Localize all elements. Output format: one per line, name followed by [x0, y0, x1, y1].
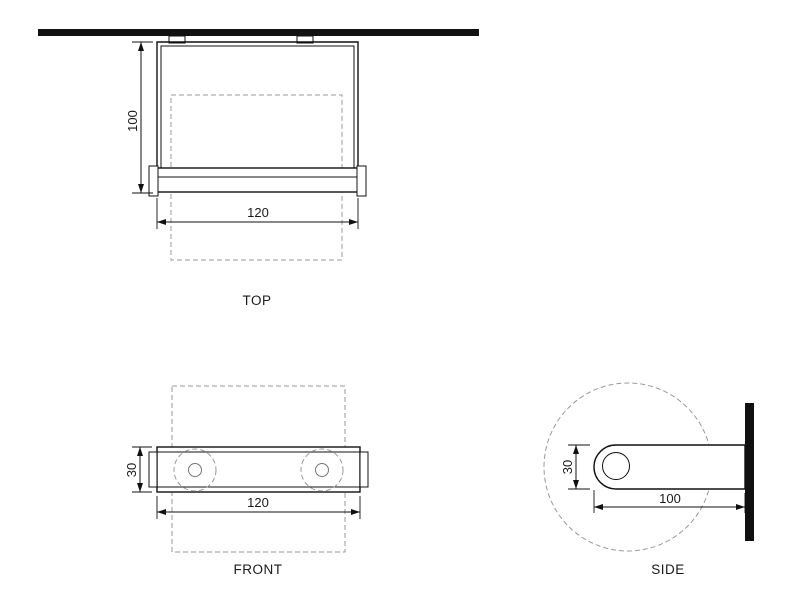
top-view-dim-depth-value: 100: [125, 110, 140, 132]
side-view-rail-end-detail: [602, 452, 630, 480]
front-view-post-hidden-right: [300, 448, 344, 492]
top-view-bracket-frame: [156, 41, 359, 168]
top-view-mount-tab-left: [168, 35, 186, 44]
side-view-wall-bar: [745, 403, 754, 541]
side-view-dim-height-value: 30: [560, 460, 575, 474]
side-view-dim-length-value: 100: [659, 491, 681, 506]
side-view-label: SIDE: [651, 562, 685, 577]
front-view-screw-left: [188, 463, 202, 477]
front-view-dim-height-value: 30: [124, 463, 139, 477]
top-view-dim-width-value: 120: [247, 205, 269, 220]
front-view-rail-body: [156, 446, 361, 493]
top-view-mount-tab-right: [296, 35, 314, 44]
front-view-dim-width-value: 120: [247, 495, 269, 510]
top-view-wall-bar: [38, 29, 479, 36]
front-view-rail-cap-right: [359, 451, 369, 488]
top-view-label: TOP: [242, 293, 271, 308]
front-view-label: FRONT: [234, 562, 283, 577]
front-view-post-hidden-left: [173, 448, 217, 492]
top-view-rail-cap-left: [148, 165, 159, 197]
side-view: 30 100 SIDE: [543, 382, 754, 577]
top-view-rail-bar: [156, 167, 359, 193]
side-view-rail-profile: [593, 444, 746, 490]
front-view-rail-cap-left: [148, 451, 158, 488]
top-view: 100 120 TOP: [38, 29, 479, 308]
front-view-screw-right: [315, 463, 329, 477]
top-view-bracket-frame-inner: [160, 45, 355, 168]
top-view-rail-cap-right: [356, 165, 367, 197]
front-view: 30 120 FRONT: [124, 385, 369, 577]
